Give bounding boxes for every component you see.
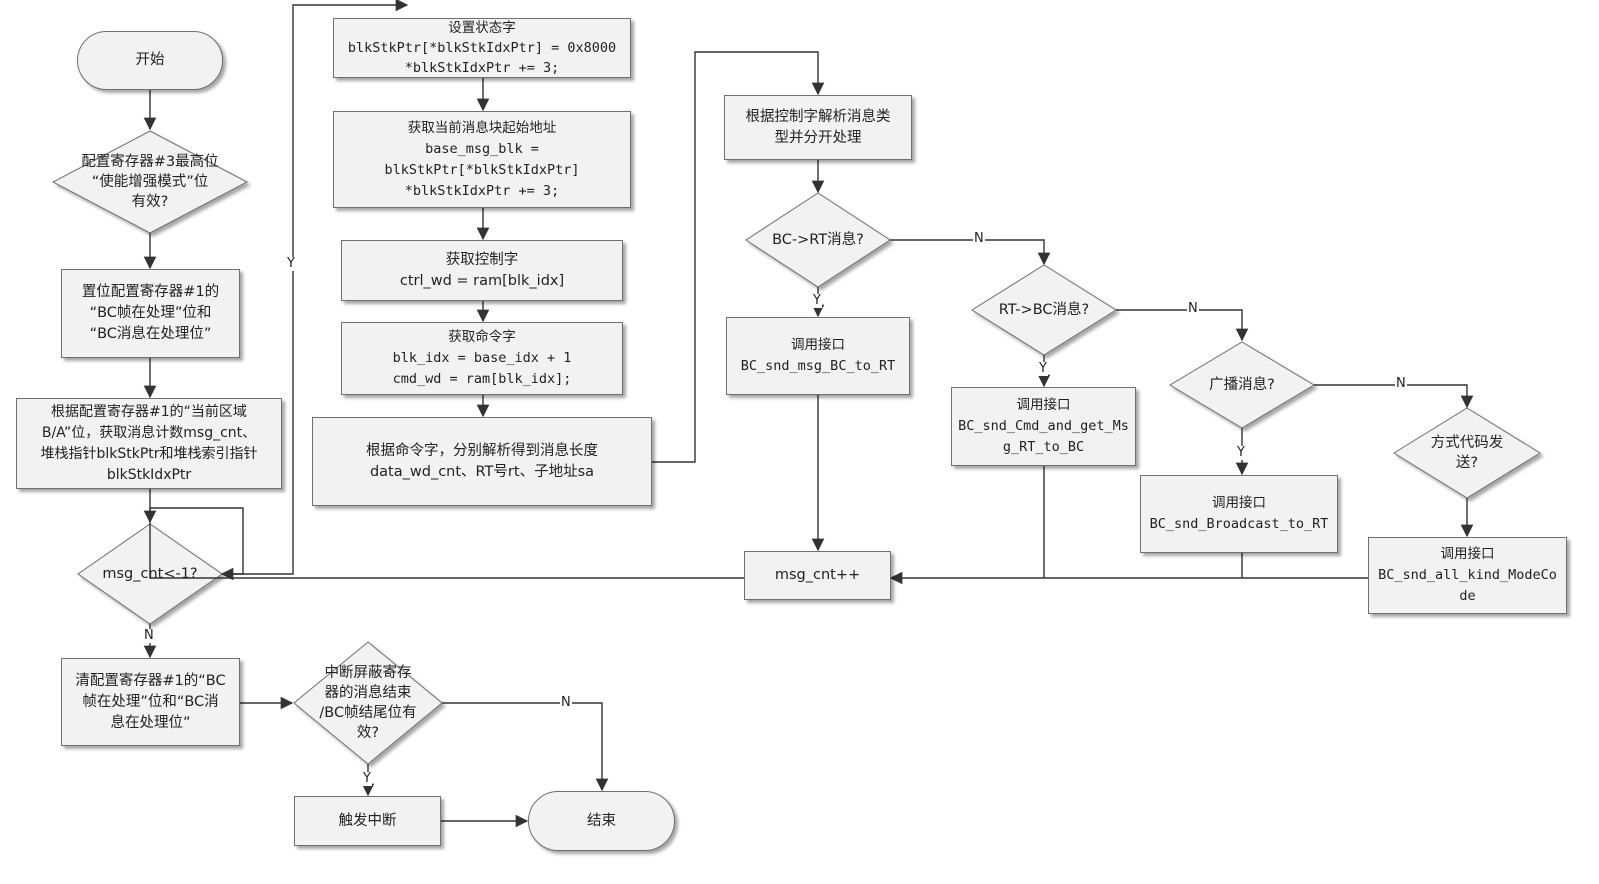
process-set-bc-flags-label: 置位配置寄存器#1的 “BC帧在处理”位和 “BC消息在处理位” [81, 284, 220, 342]
process-clear-bc-flags-label: 清配置寄存器#1的“BC 帧在处理”位和“BC消 息在处理位” [75, 672, 226, 731]
decision-interrupt: 中断屏蔽寄存 器的消息结束 /BC帧结尾位有 效? [305, 660, 431, 746]
label-no-interrupt: N [560, 695, 572, 710]
call-broadcast: 调用接口 BC_snd_Broadcast_to_RT [1140, 475, 1338, 553]
process-set-status-word-label: 设置状态字 blkStkPtr[*blkStkIdxPtr] = 0x8000 … [347, 20, 617, 76]
edge-inc-to-check [149, 507, 744, 581]
decision-msg-cnt: msg_cnt<-1? [78, 560, 222, 588]
process-parse-command-word-label: 根据命令字，分别解析得到消息长度 data_wd_cnt、RT号rt、子地址sa [366, 442, 598, 480]
process-trigger-interrupt-label: 触发中断 [338, 812, 397, 829]
label-yes-interrupt: Y [362, 771, 372, 786]
call-rt-to-bc-label: 调用接口 BC_snd_Cmd_and_get_Ms g_RT_to_BC [958, 397, 1129, 455]
start-label: 开始 [135, 52, 165, 68]
process-get-command-word: 获取命令字 blk_idx = base_idx + 1 cmd_wd = ra… [341, 322, 623, 395]
process-get-block-start: 获取当前消息块起始地址 base_msg_blk = blkStkPtr[*bl… [333, 111, 631, 208]
call-rt-to-bc: 调用接口 BC_snd_Cmd_and_get_Ms g_RT_to_BC [951, 387, 1136, 466]
process-set-bc-flags: 置位配置寄存器#1的 “BC帧在处理”位和 “BC消息在处理位” [61, 269, 240, 358]
label-no-end: N [143, 628, 155, 643]
decision-broadcast: 广播消息? [1176, 373, 1308, 397]
edge-rtbc-no [1116, 309, 1249, 342]
edge-broadcast-no [1314, 384, 1474, 409]
end-node: 结束 [528, 791, 675, 851]
label-no-broadcast: N [1395, 376, 1407, 391]
end-label: 结束 [587, 812, 616, 829]
call-mode-code-label: 调用接口 BC_snd_all_kind_ModeCo de [1378, 546, 1557, 604]
decision-bc-rt: BC->RT消息? [752, 228, 884, 252]
decision-msg-cnt-label: msg_cnt<-1? [102, 566, 198, 582]
process-set-status-word: 设置状态字 blkStkPtr[*blkStkIdxPtr] = 0x8000 … [333, 18, 631, 78]
process-parse-command-word: 根据命令字，分别解析得到消息长度 data_wd_cnt、RT号rt、子地址sa [312, 417, 652, 506]
edge-bcrt-no [890, 239, 1051, 266]
call-mode-code: 调用接口 BC_snd_all_kind_ModeCo de [1368, 537, 1567, 614]
label-no-bc-rt: N [973, 231, 985, 246]
decision-enhanced: 配置寄存器#3最高位 “使能增强模式”位 有效? [53, 140, 247, 224]
call-bc-to-rt: 调用接口 BC_snd_msg_BC_to_RT [726, 317, 910, 395]
label-yes-broadcast: Y [1236, 445, 1246, 460]
process-get-command-word-label: 获取命令字 blk_idx = base_idx + 1 cmd_wd = ra… [392, 329, 572, 387]
decision-broadcast-label: 广播消息? [1209, 377, 1275, 393]
label-yes-bc-rt: Y [812, 293, 822, 308]
process-msg-cnt-inc: msg_cnt++ [744, 551, 891, 600]
decision-mode-code-label: 方式代码发 送? [1430, 435, 1504, 471]
process-parse-msg-type: 根据控制字解析消息类 型并分开处理 [724, 95, 912, 160]
process-get-control-word-label: 获取控制字 ctrl_wd = ram[blk_idx] [399, 251, 565, 289]
decision-bc-rt-label: BC->RT消息? [772, 232, 864, 248]
process-msg-cnt-inc-label: msg_cnt++ [774, 567, 861, 583]
label-yes-rt-bc: Y [1038, 361, 1048, 376]
decision-rt-bc: RT->BC消息? [978, 298, 1110, 322]
process-get-msg-count-label: 根据配置寄存器#1的“当前区域 B/A”位，获取消息计数msg_cnt、 堆栈指… [40, 403, 258, 483]
label-yes-loop: Y [286, 256, 296, 271]
process-get-block-start-label: 获取当前消息块起始地址 base_msg_blk = blkStkPtr[*bl… [384, 119, 580, 199]
edge-loop-yes [222, 0, 409, 575]
decision-mode-code: 方式代码发 送? [1410, 431, 1524, 475]
edge-parse-to-type [652, 51, 825, 463]
decision-interrupt-label: 中断屏蔽寄存 器的消息结束 /BC帧结尾位有 效? [319, 665, 417, 741]
call-broadcast-label: 调用接口 BC_snd_Broadcast_to_RT [1149, 495, 1329, 532]
process-clear-bc-flags: 清配置寄存器#1的“BC 帧在处理”位和“BC消 息在处理位” [61, 658, 240, 746]
process-get-control-word: 获取控制字 ctrl_wd = ram[blk_idx] [341, 240, 623, 301]
edge-interrupt-no [442, 702, 609, 792]
process-parse-msg-type-label: 根据控制字解析消息类 型并分开处理 [745, 108, 891, 146]
label-no-rt-bc: N [1187, 301, 1199, 316]
process-trigger-interrupt: 触发中断 [294, 796, 441, 846]
decision-rt-bc-label: RT->BC消息? [998, 302, 1090, 318]
start-node: 开始 [77, 31, 223, 90]
process-get-msg-count: 根据配置寄存器#1的“当前区域 B/A”位，获取消息计数msg_cnt、 堆栈指… [16, 398, 282, 489]
call-bc-to-rt-label: 调用接口 BC_snd_msg_BC_to_RT [740, 337, 896, 374]
decision-enhanced-label: 配置寄存器#3最高位 “使能增强模式”位 有效? [81, 154, 219, 210]
